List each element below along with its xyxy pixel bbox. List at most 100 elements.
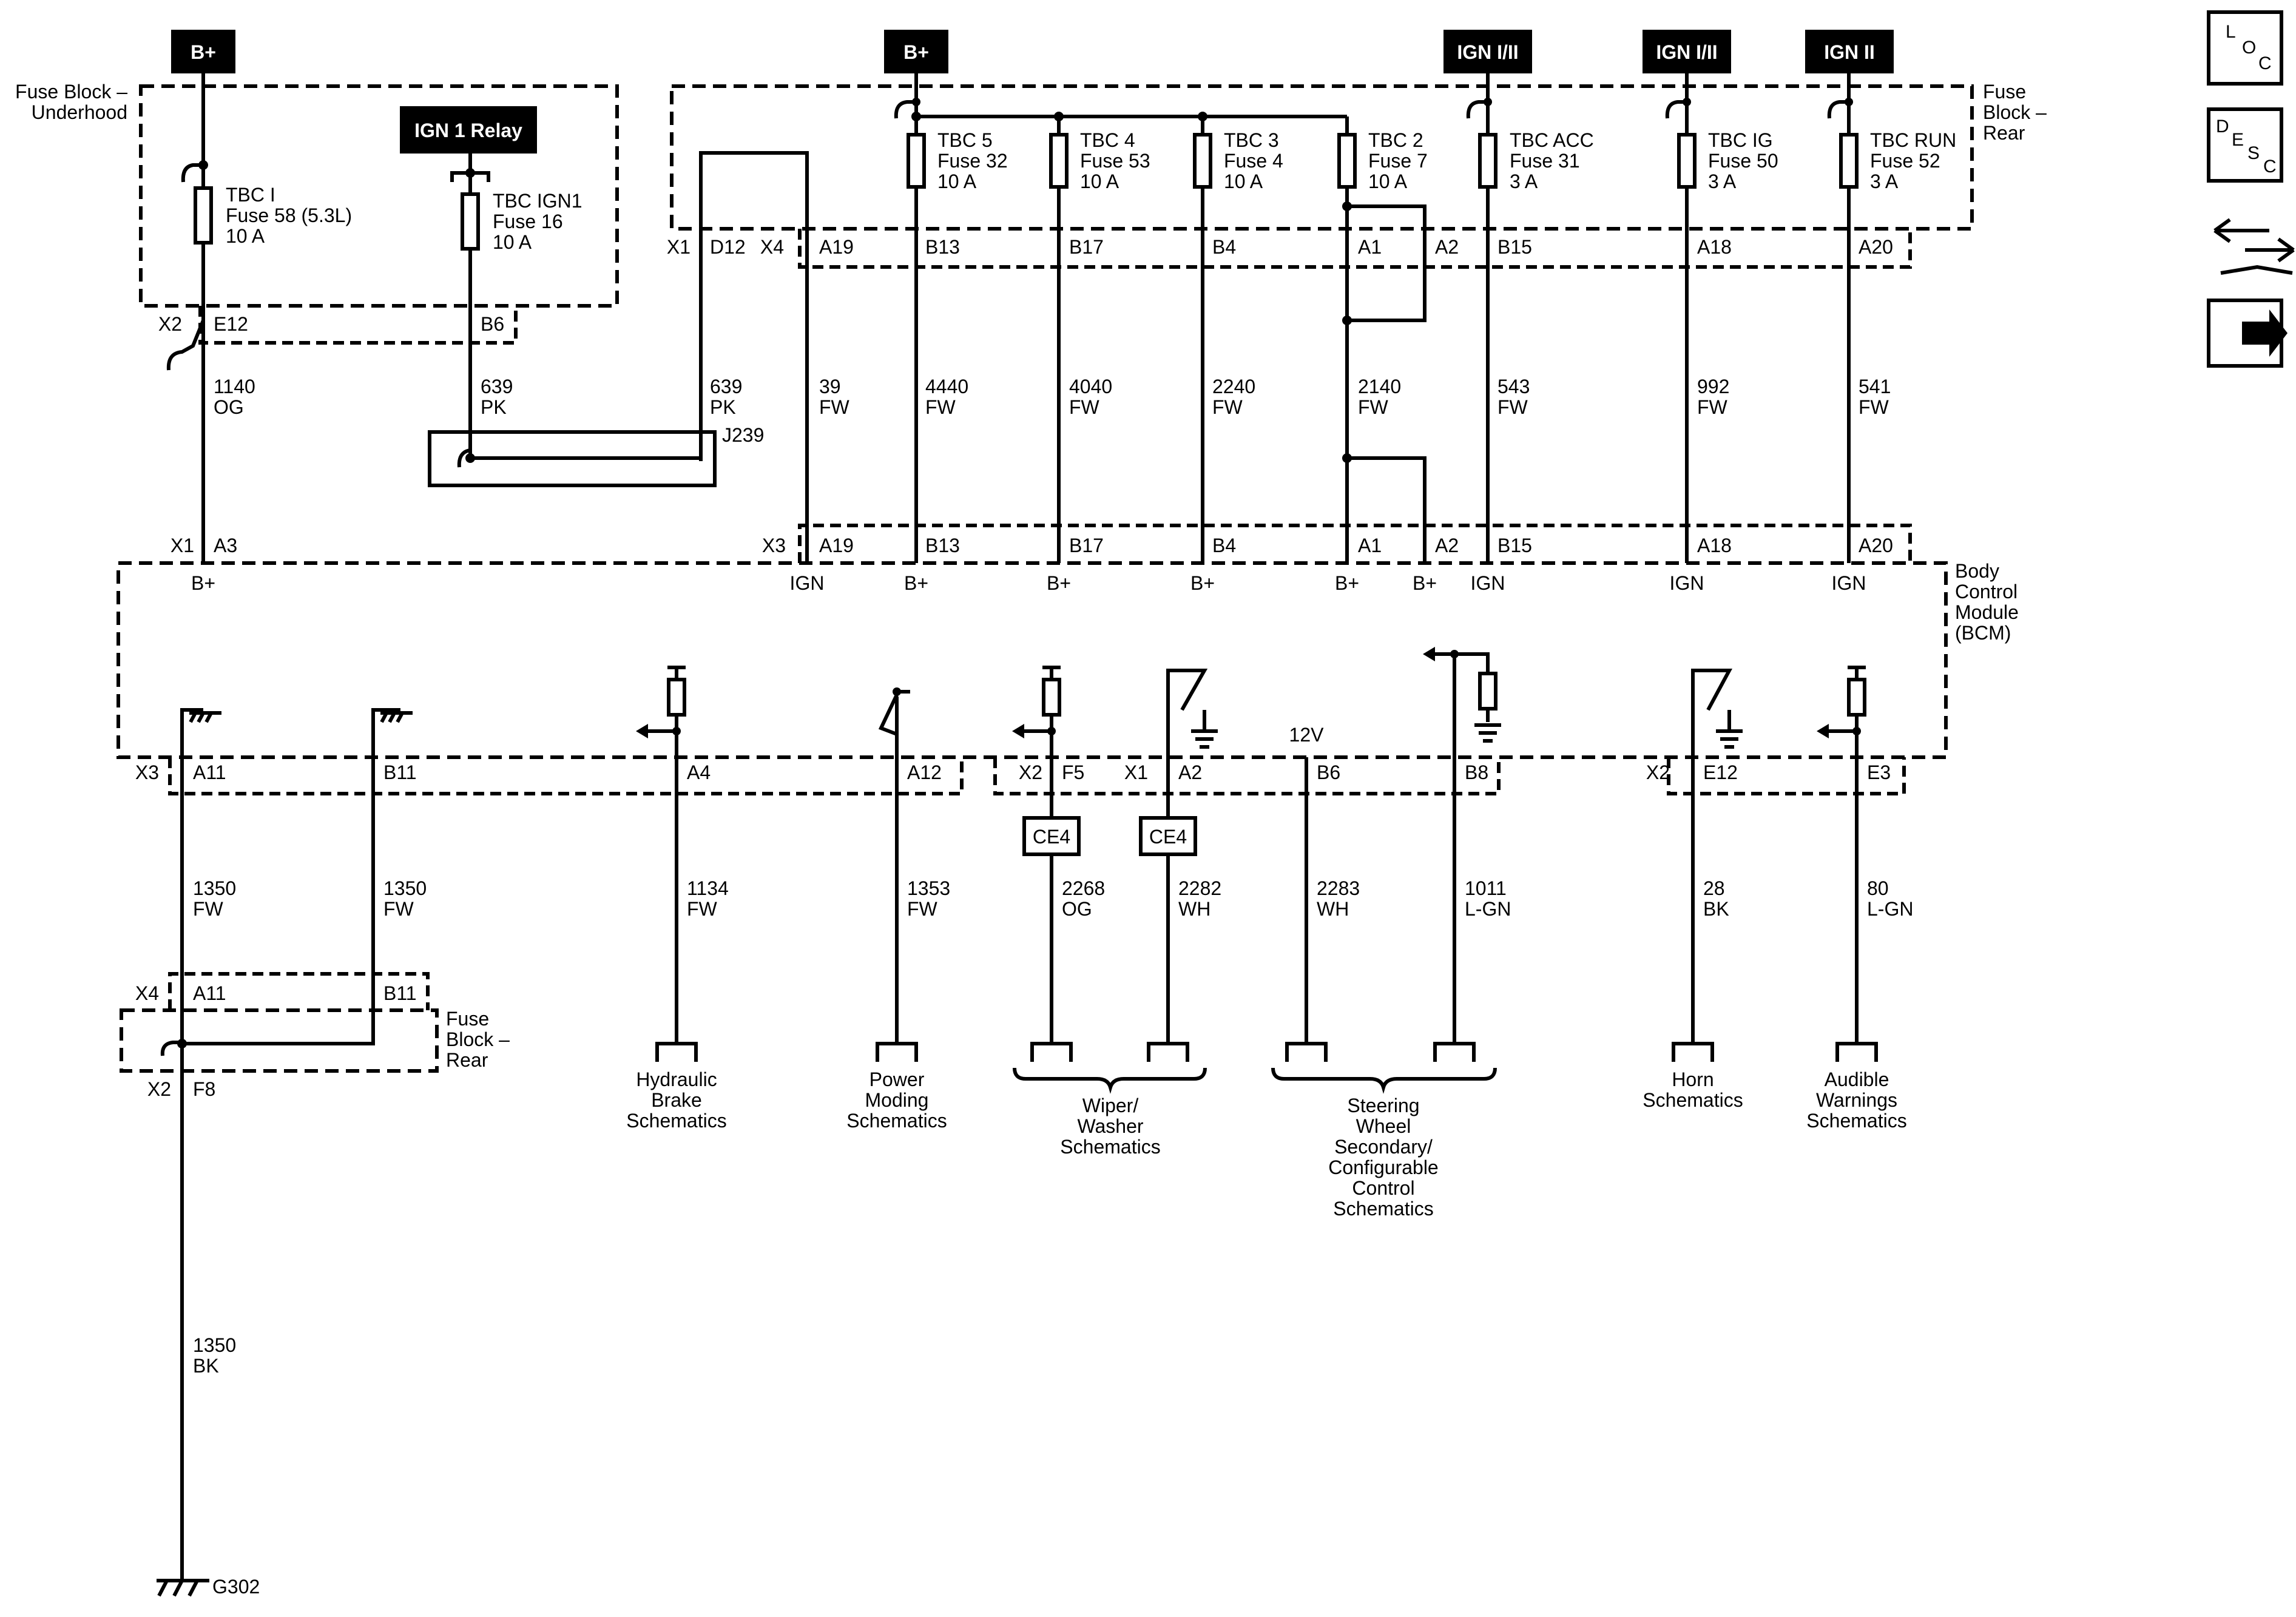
connector-hook bbox=[1827, 100, 1849, 119]
fuse-rating: 3 A bbox=[1510, 170, 1538, 192]
arrowhead bbox=[1012, 724, 1024, 738]
fuse-underhood-label-2: Underhood bbox=[32, 101, 127, 123]
fuse-rear-lower-label-1: Fuse bbox=[446, 1008, 489, 1030]
dest-label[interactable]: Power bbox=[869, 1068, 925, 1090]
pin-label: B13 bbox=[925, 236, 960, 258]
chassis-ground-icon bbox=[157, 1579, 209, 1597]
dest-label[interactable]: Configurable bbox=[1328, 1156, 1438, 1178]
connector-hook bbox=[457, 448, 471, 468]
resistor-f5 bbox=[1042, 678, 1061, 717]
conn-label: X2 bbox=[1019, 761, 1042, 783]
pin-label: A1 bbox=[1358, 535, 1382, 556]
dest-label[interactable]: Horn bbox=[1672, 1068, 1714, 1090]
pin-label: A2 bbox=[1435, 236, 1459, 258]
ce4-label: CE4 bbox=[1149, 826, 1187, 848]
wire-color: FW bbox=[907, 898, 938, 920]
fuse-4 bbox=[1193, 133, 1212, 189]
jumper-lower bbox=[1347, 456, 1427, 563]
pin-label: B4 bbox=[1212, 236, 1236, 258]
fuse-rating: 10 A bbox=[226, 225, 265, 247]
fuse-rating: 10 A bbox=[1080, 170, 1119, 192]
dest-label[interactable]: Schematics bbox=[1643, 1089, 1743, 1111]
conn-label: X1 bbox=[171, 535, 194, 556]
dest-label[interactable]: Schematics bbox=[626, 1110, 726, 1132]
dest-label[interactable]: Hydraulic bbox=[636, 1068, 717, 1090]
dest-connector bbox=[1147, 1042, 1189, 1062]
source-label: B+ bbox=[1335, 572, 1359, 594]
wire-color: WH bbox=[1178, 898, 1210, 920]
dest-label[interactable]: Schematics bbox=[846, 1110, 947, 1132]
wire-color: PK bbox=[710, 396, 736, 418]
wire-number: 543 bbox=[1497, 376, 1530, 397]
dest-label[interactable]: Brake bbox=[651, 1089, 702, 1111]
dest-label[interactable]: Moding bbox=[865, 1089, 929, 1111]
wire-number: 541 bbox=[1859, 376, 1891, 397]
conn-label: X2 bbox=[147, 1078, 171, 1100]
wire-number: 2140 bbox=[1358, 376, 1401, 397]
x4-connector-strip bbox=[798, 229, 1912, 269]
wire-1350-b bbox=[182, 708, 400, 1045]
connector-view-icon[interactable] bbox=[2213, 218, 2295, 263]
dest-label[interactable]: Secondary/ bbox=[1334, 1136, 1433, 1158]
fuse-name: TBC IGN1 bbox=[493, 190, 582, 212]
ce4-box-a bbox=[1022, 816, 1081, 856]
conn-label: X1 bbox=[667, 236, 690, 258]
b8-pullup bbox=[1431, 652, 1490, 673]
fuse-block-underhood-box bbox=[139, 84, 619, 308]
wire-color: FW bbox=[1358, 396, 1389, 418]
jumper-upper bbox=[1347, 204, 1427, 322]
fuse-rear-lower-label-3: Rear bbox=[446, 1049, 488, 1071]
fuse-number: Fuse 50 bbox=[1708, 150, 1778, 172]
wrench-icon[interactable] bbox=[2220, 265, 2293, 275]
x2-x1-connector-strip bbox=[993, 757, 1501, 795]
bcm-label-3: Module bbox=[1955, 601, 2019, 623]
location-icon[interactable] bbox=[2207, 10, 2283, 86]
pin-label: B6 bbox=[481, 313, 504, 335]
wire-number: 2282 bbox=[1178, 877, 1221, 899]
pin-label: A1 bbox=[1358, 236, 1382, 258]
fuse-rating: 10 A bbox=[1224, 170, 1263, 192]
ign-run-badge bbox=[1805, 30, 1894, 73]
pin-label: A2 bbox=[1435, 535, 1459, 556]
pin-label: B11 bbox=[383, 761, 417, 783]
pin-label: A12 bbox=[907, 761, 942, 783]
dest-label[interactable]: Wiper/ bbox=[1082, 1095, 1139, 1116]
fuse-number: Fuse 31 bbox=[1510, 150, 1580, 172]
wire-number: 639 bbox=[710, 376, 742, 397]
dest-label[interactable]: Schematics bbox=[1060, 1136, 1160, 1158]
ce4-box-b bbox=[1139, 816, 1197, 856]
pin-label: B6 bbox=[1317, 761, 1340, 783]
wire-color: FW bbox=[1697, 396, 1728, 418]
wire-28 bbox=[1691, 669, 1733, 1044]
chassis-ground-icon bbox=[189, 711, 221, 723]
dest-label[interactable]: Wheel bbox=[1356, 1115, 1411, 1137]
fuse-32 bbox=[907, 133, 926, 189]
wire-2282 bbox=[1166, 669, 1208, 1044]
pin-label: F5 bbox=[1062, 761, 1084, 783]
pin-label: A20 bbox=[1859, 535, 1893, 556]
dest-label[interactable]: Steering bbox=[1347, 1095, 1419, 1116]
dest-label[interactable]: Schematics bbox=[1806, 1110, 1906, 1132]
dest-label[interactable]: Control bbox=[1352, 1177, 1414, 1199]
fuse-name: TBC ACC bbox=[1510, 129, 1594, 151]
dest-label[interactable]: Schematics bbox=[1333, 1198, 1433, 1220]
fuse-7 bbox=[1337, 133, 1357, 189]
dest-label[interactable]: Washer bbox=[1077, 1115, 1143, 1137]
fuse-rear-lower-label-2: Block – bbox=[446, 1028, 510, 1050]
pin-label: B4 bbox=[1212, 535, 1236, 556]
dest-label[interactable]: Warnings bbox=[1816, 1089, 1897, 1111]
dest-label[interactable]: Audible bbox=[1825, 1068, 1889, 1090]
description-icon[interactable] bbox=[2207, 107, 2283, 183]
wire-color: BK bbox=[193, 1355, 219, 1377]
x4-lower-connector-strip bbox=[168, 972, 430, 1010]
conn-label: X3 bbox=[762, 535, 786, 556]
fuse-underhood-label-1: Fuse Block – bbox=[15, 81, 127, 103]
fuse-number: Fuse 32 bbox=[937, 150, 1008, 172]
conn-label: X4 bbox=[135, 982, 159, 1004]
dest-connector bbox=[876, 1042, 918, 1062]
fuse-name: TBC RUN bbox=[1870, 129, 1956, 151]
fuse-rating: 10 A bbox=[1368, 170, 1408, 192]
pin-label: A19 bbox=[819, 535, 854, 556]
pin-label: D12 bbox=[710, 236, 746, 258]
